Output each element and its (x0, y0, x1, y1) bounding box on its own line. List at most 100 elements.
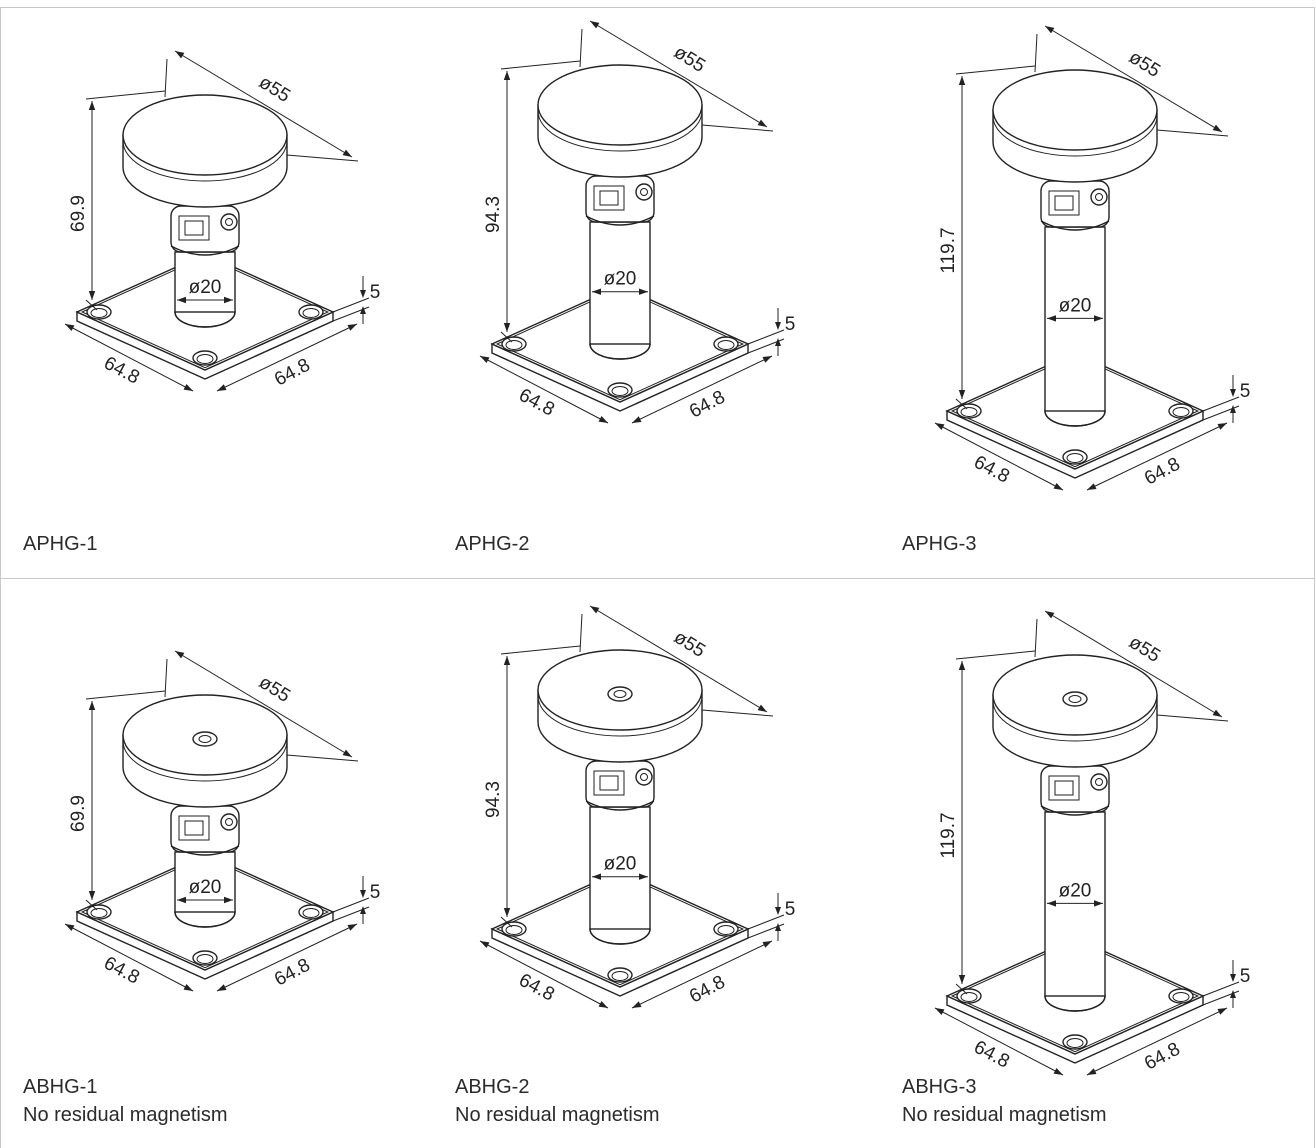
plate-side-b-dimension (216, 923, 358, 992)
plate-side-b-dimension-arrowhead (1217, 1008, 1227, 1015)
extension-line (500, 60, 581, 70)
extension-line (164, 658, 168, 698)
height-dimension-arrowhead (503, 71, 511, 80)
plate-side-b-dimension-arrowhead (1087, 483, 1097, 490)
plate-side-b-dimension (631, 940, 773, 1009)
plate-thickness-label: 5 (370, 882, 381, 903)
mounting-hole (607, 967, 633, 983)
mounting-hole (192, 950, 218, 966)
plate-side-b-label: 64.8 (271, 955, 314, 991)
joint-pin (1090, 773, 1108, 791)
plate-thickness-label: 5 (785, 899, 796, 920)
head-diameter-dimension-arrowhead (342, 749, 352, 757)
plate-side-b-label: 64.8 (271, 355, 314, 391)
tube (589, 806, 651, 930)
mounting-hole (192, 350, 218, 366)
head-chamfer (122, 740, 288, 782)
height-dimension-arrowhead (958, 661, 966, 670)
plate-side-a-label: 64.8 (515, 385, 558, 421)
joint-pin (220, 813, 238, 831)
joint-pin-center (225, 818, 233, 826)
model-name: APHG-3 (902, 533, 977, 555)
extension-line (85, 90, 166, 100)
plate-side-b-dimension (631, 355, 773, 424)
plate-side-a-dimension (934, 1007, 1064, 1076)
head-top (122, 94, 288, 176)
height-dimension-arrowhead (958, 76, 966, 85)
extension-line (1202, 981, 1240, 997)
plate-side-a-dimension-arrowhead (598, 1000, 608, 1008)
plate-side-a-dimension-arrowhead (935, 1008, 945, 1016)
height-dimension-arrowhead (503, 908, 511, 917)
extension-line (332, 297, 370, 313)
mounting-hole (607, 382, 633, 398)
head-hole-inner (613, 690, 627, 698)
head-diameter-dimension-arrowhead (175, 51, 185, 59)
joint-pin-center (225, 218, 233, 226)
joint-collar (1040, 805, 1110, 816)
model-name: APHG-1 (23, 533, 98, 555)
height-label: 119.7 (938, 812, 959, 858)
plate-side-b-dimension-arrowhead (632, 1001, 642, 1008)
joint-window-inner (599, 775, 619, 791)
joint-window (1048, 775, 1080, 801)
mounting-hole-inner (1172, 992, 1190, 1002)
plate-side-a-dimension (479, 940, 609, 1009)
extension-line (500, 645, 581, 655)
plate-side-b-dimension-arrowhead (632, 416, 642, 423)
mounting-hole-inner (90, 308, 108, 318)
plate-side-a-dimension-arrowhead (598, 415, 608, 423)
head-top (537, 64, 703, 146)
head-diameter-dimension-arrowhead (342, 149, 352, 157)
head-hole (1062, 691, 1088, 707)
joint-collar (170, 845, 240, 856)
head-diameter-dimension (174, 50, 353, 158)
plate-side-b-dimension (1086, 422, 1228, 491)
tube-diameter-label: ø20 (604, 269, 637, 290)
plate-side-b-dimension-arrowhead (217, 984, 227, 991)
thickness-arrowhead (775, 322, 781, 330)
tube-diameter-dimension-arrowhead (592, 873, 601, 880)
head-hole-inner (198, 735, 212, 743)
mounting-hole-inner (302, 308, 320, 318)
height-label: 69.9 (68, 195, 89, 232)
mounting-hole (956, 988, 982, 1004)
plate-side-b-dimension-arrowhead (1087, 1068, 1097, 1075)
plate-side-a-dimension-arrowhead (65, 324, 75, 332)
plate-side-a-dimension-arrowhead (480, 941, 490, 949)
head-diameter-dimension-arrowhead (590, 606, 600, 614)
mounting-hole-inner (611, 386, 629, 396)
head-diameter-dimension (1044, 610, 1223, 718)
tube-bottom (1044, 410, 1106, 427)
model-note: No residual magnetism (455, 1104, 660, 1126)
product-caption: APHG-2 (455, 530, 529, 558)
joint-window-inner (184, 820, 204, 836)
extension-line (955, 983, 968, 995)
height-label: 94.3 (483, 196, 504, 233)
plate-side-a-label: 64.8 (515, 970, 558, 1006)
mounting-hole (298, 304, 324, 320)
tube-diameter-dimension-arrowhead (1047, 900, 1056, 907)
tube-bottom (174, 911, 236, 928)
mounting-hole-inner (90, 908, 108, 918)
mounting-hole (501, 921, 527, 937)
plate-side-a-dimension-arrowhead (183, 383, 193, 391)
mounting-hole-inner (717, 925, 735, 935)
joint-window (178, 215, 210, 241)
tube-diameter-dimension-arrowhead (592, 288, 601, 295)
plate-side-a-dimension-arrowhead (65, 924, 75, 932)
extension-line (286, 754, 359, 762)
height-dimension-arrowhead (958, 975, 966, 984)
thickness-arrowhead (360, 906, 366, 914)
plate-side-a-label: 64.8 (100, 953, 143, 989)
joint-pin (635, 768, 653, 786)
mounting-hole (501, 336, 527, 352)
plate-thickness-label: 5 (785, 314, 796, 335)
mounting-hole-inner (302, 908, 320, 918)
extension-line (747, 329, 785, 345)
